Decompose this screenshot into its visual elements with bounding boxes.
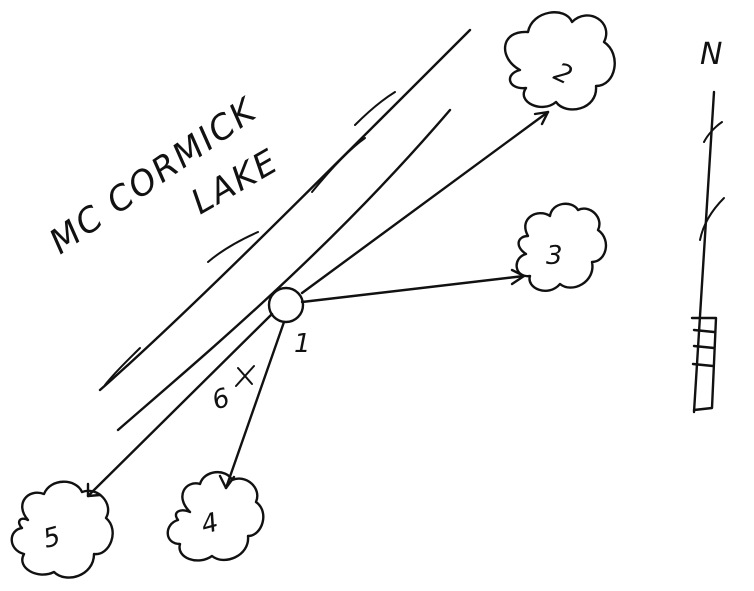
center-circle — [267, 286, 305, 324]
mark-6-label: 6 — [208, 383, 234, 417]
arrowhead-to-5 — [86, 482, 102, 498]
line-to-5 — [86, 312, 274, 498]
north-arrow-label: N — [700, 37, 722, 72]
cloud-5-icon — [10, 480, 114, 579]
north-arrow-tick-upper — [703, 121, 723, 143]
center-label: 1 — [294, 329, 311, 359]
cloud-2-icon — [504, 11, 616, 111]
feature-2-label: 2 — [549, 57, 577, 91]
line-to-3 — [300, 274, 526, 304]
center-point: 1 — [267, 286, 311, 359]
north-arrow-feather — [690, 316, 718, 412]
line-to-2 — [300, 110, 550, 295]
feature-5-label: 5 — [40, 522, 64, 555]
connector-lines — [86, 110, 550, 498]
feature-3: 3 — [515, 202, 608, 292]
feature-4-label: 4 — [198, 508, 222, 541]
feature-3-label: 3 — [546, 241, 563, 271]
north-arrow-tick-lower — [699, 197, 725, 241]
feature-2: 2 — [504, 11, 616, 111]
arrowhead-to-2 — [533, 110, 550, 126]
mark-x-icon — [235, 365, 255, 387]
cloud-3-icon — [515, 202, 608, 292]
feature-4: 4 — [166, 471, 265, 562]
feature-5: 5 — [10, 480, 114, 579]
north-arrow: N — [690, 37, 725, 414]
lake-shoreline — [98, 28, 472, 432]
mark-6: 6 — [208, 365, 255, 417]
cloud-4-icon — [166, 471, 265, 562]
line-to-4 — [224, 320, 286, 490]
north-arrow-shaft — [692, 90, 716, 414]
